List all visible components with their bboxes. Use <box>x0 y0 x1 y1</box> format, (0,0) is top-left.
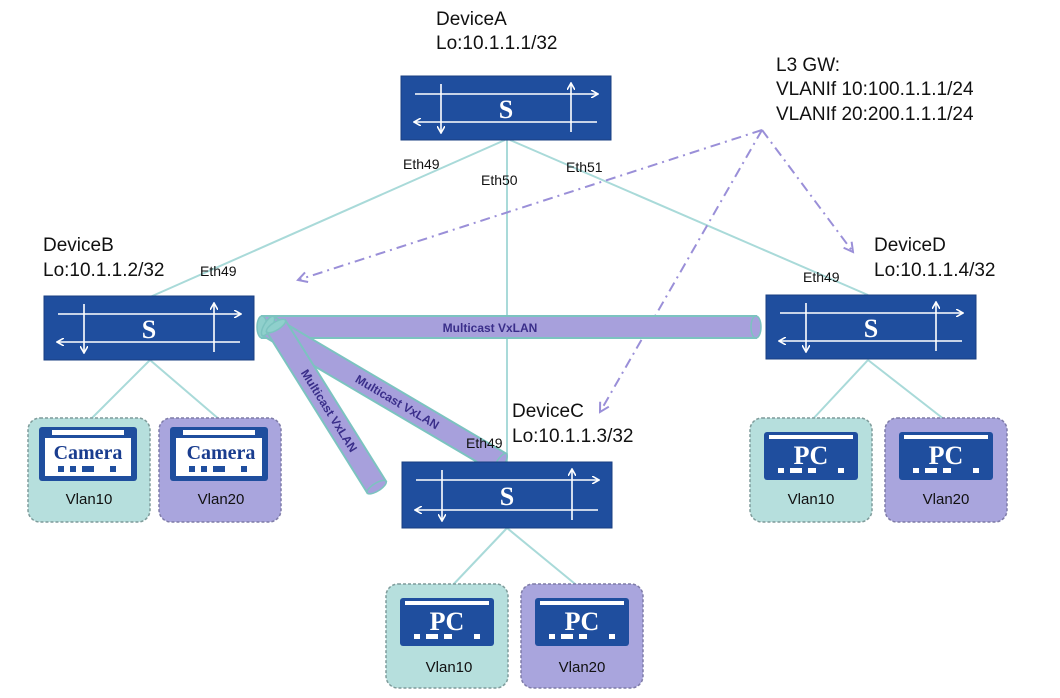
switch-c[interactable]: S <box>401 461 613 529</box>
endpoint-d-vlan10-kind: PC <box>794 441 829 470</box>
link-a-d <box>509 139 869 296</box>
gateway-vlanif20: VLANIf 20:200.1.1.1/24 <box>776 104 974 125</box>
endpoint-d-vlan20[interactable]: PC Vlan20 <box>884 417 1008 523</box>
gateway-arrows <box>298 129 853 412</box>
tunnel-label-b-c-upper: Multicast VxLAN <box>353 372 442 432</box>
device-a-loopback: Lo:10.1.1.1/32 <box>436 33 558 54</box>
endpoint-c-vlan20-kind: PC <box>565 607 600 636</box>
gw-arrow-to-c <box>600 129 763 412</box>
device-d-loopback: Lo:10.1.1.4/32 <box>874 260 996 281</box>
link-b-ep2 <box>149 359 221 421</box>
switch-d-symbol: S <box>864 314 878 343</box>
port-label-a-c: Eth50 <box>481 172 518 188</box>
switch-a[interactable]: S <box>400 75 612 141</box>
endpoint-d-vlan10[interactable]: PC Vlan10 <box>749 417 873 523</box>
endpoint-b-vlan20-label: Vlan20 <box>198 491 245 508</box>
link-b-ep1 <box>89 359 151 421</box>
endpoint-c-vlan10-kind: PC <box>430 607 465 636</box>
port-label-d-up: Eth49 <box>803 269 840 285</box>
gw-arrow-to-d <box>761 129 853 252</box>
link-c-ep2 <box>506 527 581 589</box>
port-label-c-up: Eth49 <box>466 435 503 451</box>
gateway-title: L3 GW: <box>776 55 840 76</box>
endpoint-c-vlan20-label: Vlan20 <box>559 659 606 676</box>
switch-b-symbol: S <box>142 315 156 344</box>
switch-a-symbol: S <box>499 95 513 124</box>
link-a-b <box>149 139 506 298</box>
gateway-vlanif10: VLANIf 10:100.1.1.1/24 <box>776 79 974 100</box>
switch-b[interactable]: S <box>43 295 255 361</box>
gw-arrow-to-b <box>298 129 763 280</box>
tunnel-b-d: Multicast VxLAN <box>256 315 762 339</box>
endpoint-d-vlan20-label: Vlan20 <box>923 491 970 508</box>
device-d-name: DeviceD <box>874 235 946 256</box>
port-label-b-up: Eth49 <box>200 263 237 279</box>
endpoint-c-vlan10-label: Vlan10 <box>426 659 473 676</box>
link-d-ep1 <box>811 359 869 421</box>
endpoint-b-vlan10[interactable]: Camera Vlan10 <box>27 417 151 523</box>
switch-c-symbol: S <box>500 482 514 511</box>
switch-d[interactable]: S <box>765 294 977 360</box>
link-c-ep1 <box>449 527 508 589</box>
device-c-loopback: Lo:10.1.1.3/32 <box>512 426 634 447</box>
endpoint-c-vlan10[interactable]: PC Vlan10 <box>385 583 509 689</box>
endpoint-d-vlan10-label: Vlan10 <box>788 491 835 508</box>
endpoint-c-vlan20[interactable]: PC Vlan20 <box>520 583 644 689</box>
endpoint-b-vlan10-label: Vlan10 <box>66 491 113 508</box>
endpoint-b-vlan10-kind: Camera <box>54 442 123 464</box>
tunnel-b-c-lower: Multicast VxLAN <box>265 318 388 495</box>
port-label-a-d: Eth51 <box>566 159 603 175</box>
device-b-name: DeviceB <box>43 235 114 256</box>
gateway-note: L3 GW: VLANIf 10:100.1.1.1/24 VLANIf 20:… <box>776 55 974 125</box>
endpoint-d-vlan20-kind: PC <box>929 441 964 470</box>
tunnel-label-b-d: Multicast VxLAN <box>443 321 538 335</box>
device-b-loopback: Lo:10.1.1.2/32 <box>43 260 165 281</box>
endpoint-b-vlan20[interactable]: Camera Vlan20 <box>158 417 282 523</box>
port-label-a-b: Eth49 <box>403 156 440 172</box>
endpoint-b-vlan20-kind: Camera <box>187 442 256 464</box>
link-d-ep2 <box>867 359 946 421</box>
device-c-name: DeviceC <box>512 401 584 422</box>
device-a-name: DeviceA <box>436 9 507 30</box>
physical-links <box>89 139 946 589</box>
